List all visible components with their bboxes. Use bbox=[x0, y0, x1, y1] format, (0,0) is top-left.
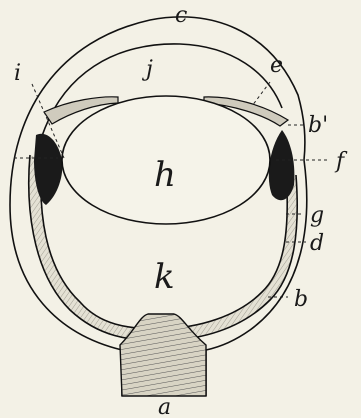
label-j: j bbox=[141, 57, 153, 82]
ciliary-body-right bbox=[269, 130, 295, 200]
label-h: h bbox=[154, 155, 176, 195]
leader-e bbox=[252, 82, 270, 106]
label-g: g bbox=[310, 203, 324, 228]
label-c: c bbox=[175, 3, 187, 28]
label-i: i bbox=[14, 61, 21, 86]
label-e: e bbox=[270, 53, 283, 78]
label-a: a bbox=[158, 395, 171, 418]
label-f: f bbox=[334, 149, 348, 174]
label-k: k bbox=[154, 257, 175, 297]
label-b-prime: b' bbox=[308, 113, 328, 138]
label-d: d bbox=[310, 231, 324, 256]
label-b: b bbox=[294, 287, 308, 312]
